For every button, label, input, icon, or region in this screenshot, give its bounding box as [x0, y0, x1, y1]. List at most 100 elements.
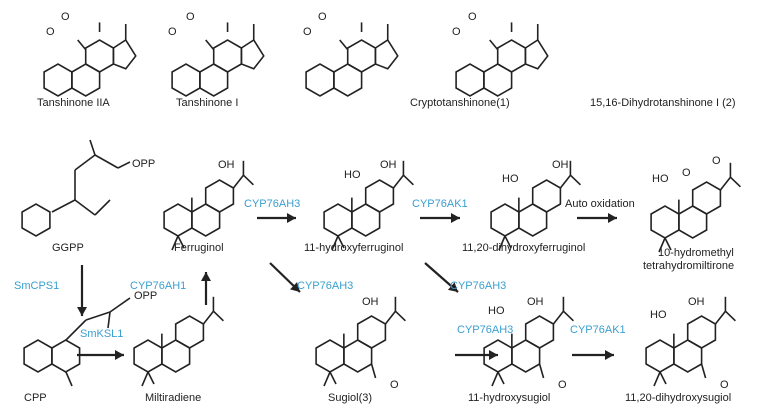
label-tanshinone-iia: Tanshinone IIA	[37, 97, 110, 109]
atom-o-t3a: O	[303, 26, 312, 38]
ring-cpp-a	[23, 339, 53, 373]
label-11-hydroxyferruginol: 11-hydroxyferruginol	[304, 242, 403, 254]
bond	[177, 235, 185, 249]
atom-o-sugiol: O	[390, 379, 399, 391]
bond	[85, 311, 111, 321]
enzyme-cyp76ah3-3: CYP76AH3	[450, 280, 506, 292]
ring-c	[364, 179, 395, 213]
arrowhead	[290, 282, 300, 292]
atom-o-t2a: O	[168, 26, 177, 38]
atom-opp-ggpp: OPP	[132, 158, 155, 170]
atom-ho-dhf: HO	[502, 173, 519, 185]
ring-c	[496, 39, 527, 73]
ring-a	[455, 63, 485, 97]
ring-a	[323, 203, 353, 237]
label-11-20-dihydroxyferruginol: 11,20-dihydroxyferruginol	[462, 242, 585, 254]
bond	[171, 235, 179, 251]
bond	[331, 235, 339, 251]
atom-oh-dhs: OH	[688, 296, 705, 308]
atom-oh-hf: OH	[380, 159, 397, 171]
enzyme-cyp76ah1: CYP76AH1	[130, 280, 186, 292]
label-11-hydroxysugiol: 11-hydroxysugiol	[468, 392, 550, 404]
ring-c	[84, 39, 115, 73]
bond	[339, 39, 349, 51]
bond	[384, 310, 397, 325]
bond	[559, 174, 572, 189]
bond	[242, 174, 254, 186]
label-miltiradiene: Miltiradiene	[145, 392, 201, 404]
bond	[659, 371, 667, 385]
label-10-hydromethyl: 10-hydromethyl	[658, 247, 734, 259]
ring-a	[43, 63, 73, 97]
step-auto-oxidation: Auto oxidation	[565, 198, 635, 210]
arrowhead	[115, 350, 124, 360]
bond	[94, 154, 119, 169]
arrowhead	[201, 272, 211, 281]
label-cpp: CPP	[24, 392, 47, 404]
bond	[107, 311, 111, 329]
atom-o-t4b: O	[468, 11, 477, 23]
enzyme-cyp76ak1-2: CYP76AK1	[570, 324, 626, 336]
arrowhead	[489, 350, 498, 360]
enzyme-smksl1: SmKSL1	[80, 328, 123, 340]
bond	[74, 154, 96, 171]
label-dihydrotanshinone: 15,16-Dihydrotanshinone I (2)	[590, 97, 736, 109]
enzyme-smcps1: SmCPS1	[14, 280, 59, 292]
bond	[147, 371, 155, 385]
bond	[538, 363, 545, 379]
arrowhead	[287, 213, 296, 223]
atom-o-dhs: O	[720, 379, 729, 391]
ring-a	[305, 63, 335, 97]
atom-o-t2b: O	[186, 11, 195, 23]
bond	[394, 310, 406, 322]
bond	[504, 235, 512, 249]
arrowhead	[77, 307, 87, 316]
enzyme-cyp76ah3-1: CYP76AH3	[244, 198, 300, 210]
bond	[370, 363, 377, 379]
ring-a	[490, 203, 520, 237]
bond	[109, 297, 131, 313]
atom-o-hm-1: O	[712, 155, 721, 167]
bond	[700, 363, 707, 379]
ring-a	[171, 63, 201, 97]
bond	[498, 235, 506, 251]
atom-o-t3b: O	[318, 11, 327, 23]
atom-o-t1a: O	[46, 26, 55, 38]
ring-ggpp	[21, 203, 51, 237]
ring-furan	[524, 38, 549, 70]
bond	[337, 235, 345, 249]
ring-c	[356, 315, 387, 349]
label-ggpp: GGPP	[52, 242, 84, 254]
atom-ho-hs: HO	[488, 305, 505, 317]
atom-oh-sugiol: OH	[362, 296, 379, 308]
enzyme-cyp76ak1-1: CYP76AK1	[412, 198, 468, 210]
atom-o-hm-2: O	[682, 167, 691, 179]
arrowhead	[447, 282, 458, 292]
bond	[719, 176, 732, 191]
ring-c	[204, 179, 235, 213]
atom-o-t1b: O	[61, 11, 70, 23]
atom-o-t4a: O	[452, 26, 461, 38]
bond	[65, 319, 87, 341]
bond	[323, 371, 331, 387]
ring-a	[163, 203, 193, 237]
bond	[714, 310, 727, 325]
bond	[664, 237, 672, 251]
ring-a	[650, 205, 680, 239]
ring-a	[645, 339, 675, 373]
label-tanshinone-i: Tanshinone I	[176, 97, 238, 109]
label-sugiol: Sugiol(3)	[328, 392, 372, 404]
bond	[497, 371, 505, 385]
ring-c	[691, 181, 722, 215]
ring-c	[524, 315, 555, 349]
bond	[65, 371, 73, 387]
label-11-20-dihydroxysugiol: 11,20-dihydroxysugiol	[625, 392, 731, 404]
bond	[141, 371, 149, 387]
bond	[232, 174, 245, 189]
enzyme-cyp76ah3-4: CYP76AH3	[457, 324, 513, 336]
bond	[202, 310, 215, 325]
bond	[569, 174, 581, 186]
label-tetrahydromiltirone: tetrahydromiltirone	[643, 260, 734, 272]
enzyme-cyp76ah3-2: CYP76AH3	[297, 280, 353, 292]
